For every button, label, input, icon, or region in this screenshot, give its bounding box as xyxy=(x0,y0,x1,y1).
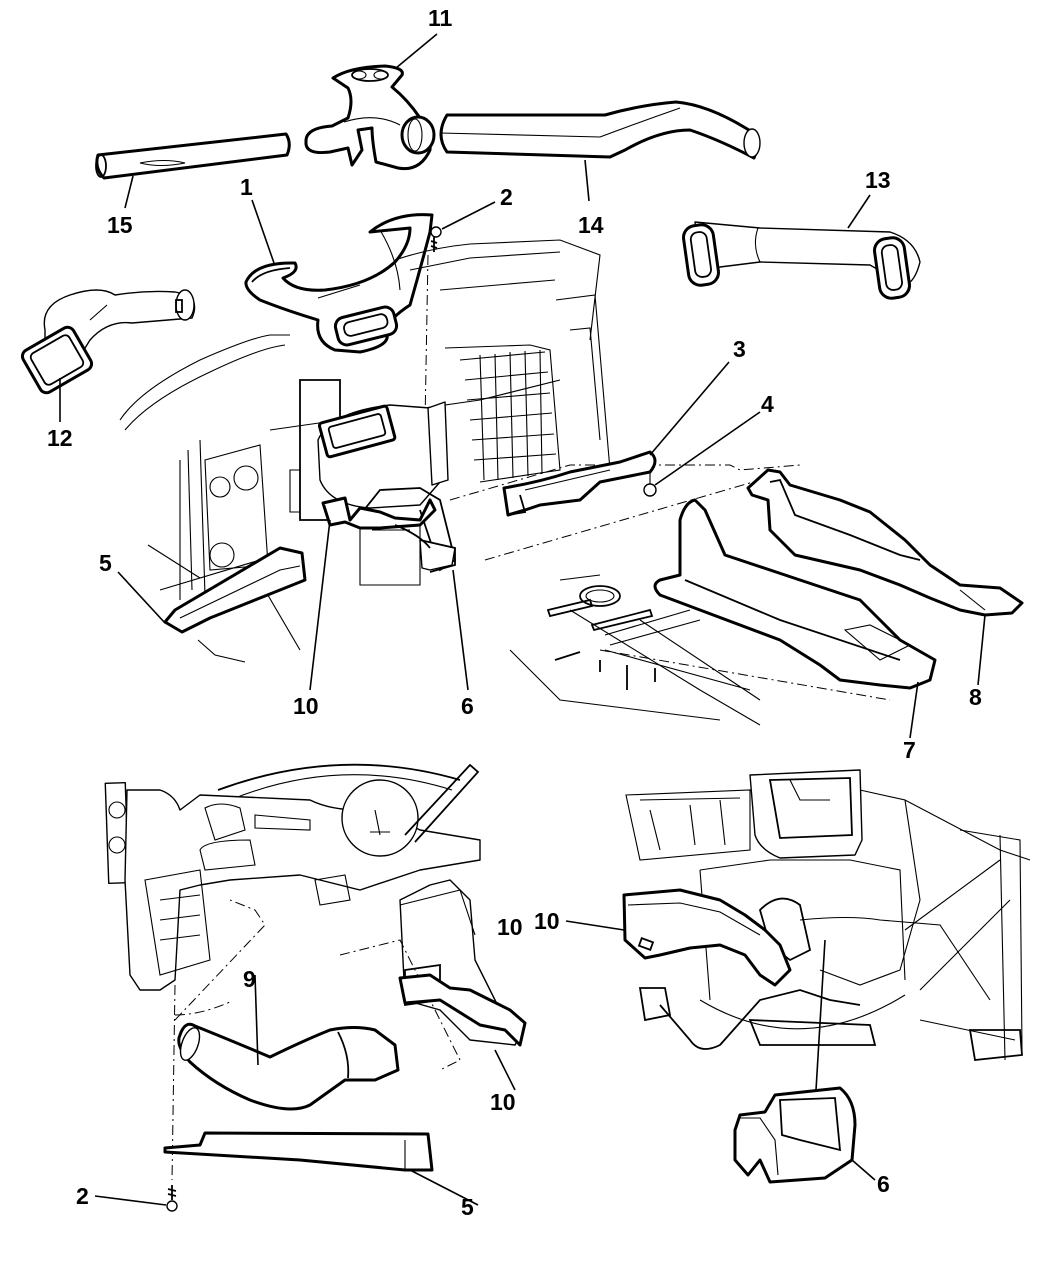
leader-6a xyxy=(452,569,469,691)
callout-10-main: 10 xyxy=(293,693,319,719)
leader-11 xyxy=(395,33,438,69)
callout-2-bottom: 2 xyxy=(76,1183,89,1209)
part-6-floor-duct-right-main xyxy=(394,524,456,573)
leader-10c xyxy=(494,1049,516,1091)
leader-7 xyxy=(909,681,919,739)
callout-6-housing: 6 xyxy=(877,1171,890,1197)
part-11-defroster-distributor xyxy=(304,64,436,171)
leader-1 xyxy=(251,199,275,264)
hvac-housing-detail-view xyxy=(565,769,1031,1184)
callout-6-main: 6 xyxy=(461,693,474,719)
callout-8: 8 xyxy=(969,684,982,710)
part-4-nut xyxy=(643,470,657,497)
leader-2b xyxy=(94,1195,167,1206)
part-1-defroster-duct xyxy=(244,213,434,354)
leader-5b xyxy=(409,1169,479,1206)
callout-5-main: 5 xyxy=(99,550,112,576)
callout-15: 15 xyxy=(107,212,133,238)
main-leaders xyxy=(59,33,986,739)
part-13-panel-duct-center xyxy=(682,221,921,300)
callout-9: 9 xyxy=(243,966,256,992)
callout-11: 11 xyxy=(428,5,453,31)
callout-13: 13 xyxy=(865,167,891,193)
part-8-rear-floor-duct-right xyxy=(746,468,1024,617)
part-5-floor-duct-left xyxy=(163,546,307,634)
part-14-demister-duct-right xyxy=(439,100,761,160)
part-15-demister-duct-left xyxy=(95,132,291,180)
leader-10a xyxy=(309,519,331,691)
callout-10-housing: 10 xyxy=(534,908,560,934)
callouts: 11 15 14 1 2 13 12 3 4 5 10 6 8 7 9 10 1… xyxy=(47,5,982,1220)
part-12-panel-duct-left xyxy=(20,289,196,395)
leader-2a xyxy=(441,201,496,230)
leader-3 xyxy=(649,361,730,456)
callout-4: 4 xyxy=(761,391,774,417)
part-10-floor-duct-detail-left xyxy=(398,973,527,1047)
part-5-floor-duct-left-detail xyxy=(163,1131,434,1172)
part-2-screw-top xyxy=(430,226,442,252)
callout-5-detail: 5 xyxy=(461,1194,474,1220)
main-assembly-view xyxy=(20,33,1024,739)
part-9-steering-column-duct xyxy=(177,1022,400,1111)
callout-7: 7 xyxy=(903,737,916,763)
part-3-rear-duct-adapter xyxy=(502,450,657,517)
part-7-rear-floor-duct-left xyxy=(653,498,937,690)
leader-9 xyxy=(254,974,259,1066)
leader-13 xyxy=(847,194,871,229)
callout-10-detail-top: 10 xyxy=(497,914,523,940)
callout-2-top: 2 xyxy=(500,184,513,210)
part-6-floor-duct-right-detail xyxy=(733,1086,857,1184)
steering-column-detail-view xyxy=(94,763,527,1212)
part-10-floor-duct-detail-right xyxy=(622,888,792,987)
leader-4 xyxy=(654,411,761,486)
leader-15 xyxy=(124,175,134,209)
callout-12: 12 xyxy=(47,425,73,451)
leader-14 xyxy=(584,159,590,202)
callout-1: 1 xyxy=(240,174,253,200)
leader-6b xyxy=(851,1159,876,1181)
callout-14: 14 xyxy=(578,212,604,238)
callout-3: 3 xyxy=(733,336,746,362)
part-2-screw-bottom xyxy=(166,1185,178,1212)
leader-8 xyxy=(977,614,986,686)
leader-5a xyxy=(117,571,166,624)
leader-6-vertical xyxy=(815,939,826,1091)
leader-10d xyxy=(565,920,625,931)
part-10-floor-distribution-duct-main xyxy=(321,496,437,530)
vehicle-body-structure xyxy=(119,239,891,726)
callout-10-detail-bottom: 10 xyxy=(490,1089,516,1115)
